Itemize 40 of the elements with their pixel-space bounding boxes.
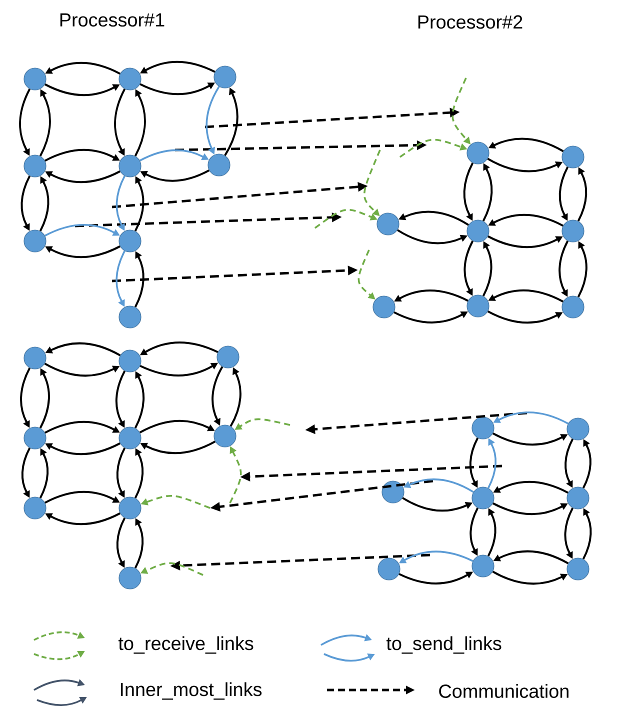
circle-node: [118, 154, 142, 178]
circle-node: [472, 554, 494, 578]
circle-node: [24, 426, 46, 450]
circle-node: [208, 154, 230, 176]
circle-node: [378, 558, 400, 580]
circle-node: [372, 296, 396, 318]
circle-node: [118, 426, 142, 450]
legend-label: Inner_most_links: [120, 682, 262, 700]
circle-node: [118, 68, 142, 90]
circle-node: [24, 346, 46, 370]
circle-node: [118, 496, 142, 520]
circle-node: [24, 496, 46, 520]
circle-node: [214, 66, 236, 88]
circle-node: [214, 424, 236, 448]
circle-node: [24, 154, 46, 178]
circle-node: [382, 480, 404, 504]
circle-node: [562, 220, 584, 242]
circle-node: [376, 212, 400, 236]
circle-node: [24, 230, 46, 252]
circle-node: [472, 416, 494, 440]
legend-label: Communication: [439, 684, 568, 698]
circle-node: [118, 230, 142, 252]
circle-node: [466, 142, 490, 164]
circle-node: [466, 294, 490, 318]
circle-node: [118, 306, 142, 328]
circle-node: [216, 346, 240, 368]
legend-label: to_send_links: [386, 636, 502, 654]
processor-title: Processor#2: [418, 15, 522, 29]
circle-node: [566, 418, 590, 440]
processor-title: Processor#1: [60, 13, 164, 27]
circle-node: [562, 146, 584, 168]
circle-node: [118, 566, 142, 590]
circle-node: [566, 558, 590, 580]
circle-node: [118, 350, 142, 372]
circle-node: [466, 220, 490, 242]
circle-node: [472, 486, 494, 510]
circle-node: [566, 486, 590, 510]
circle-node: [24, 68, 46, 90]
circle-node: [562, 296, 584, 318]
legend-label: to_receive_links: [118, 636, 254, 654]
